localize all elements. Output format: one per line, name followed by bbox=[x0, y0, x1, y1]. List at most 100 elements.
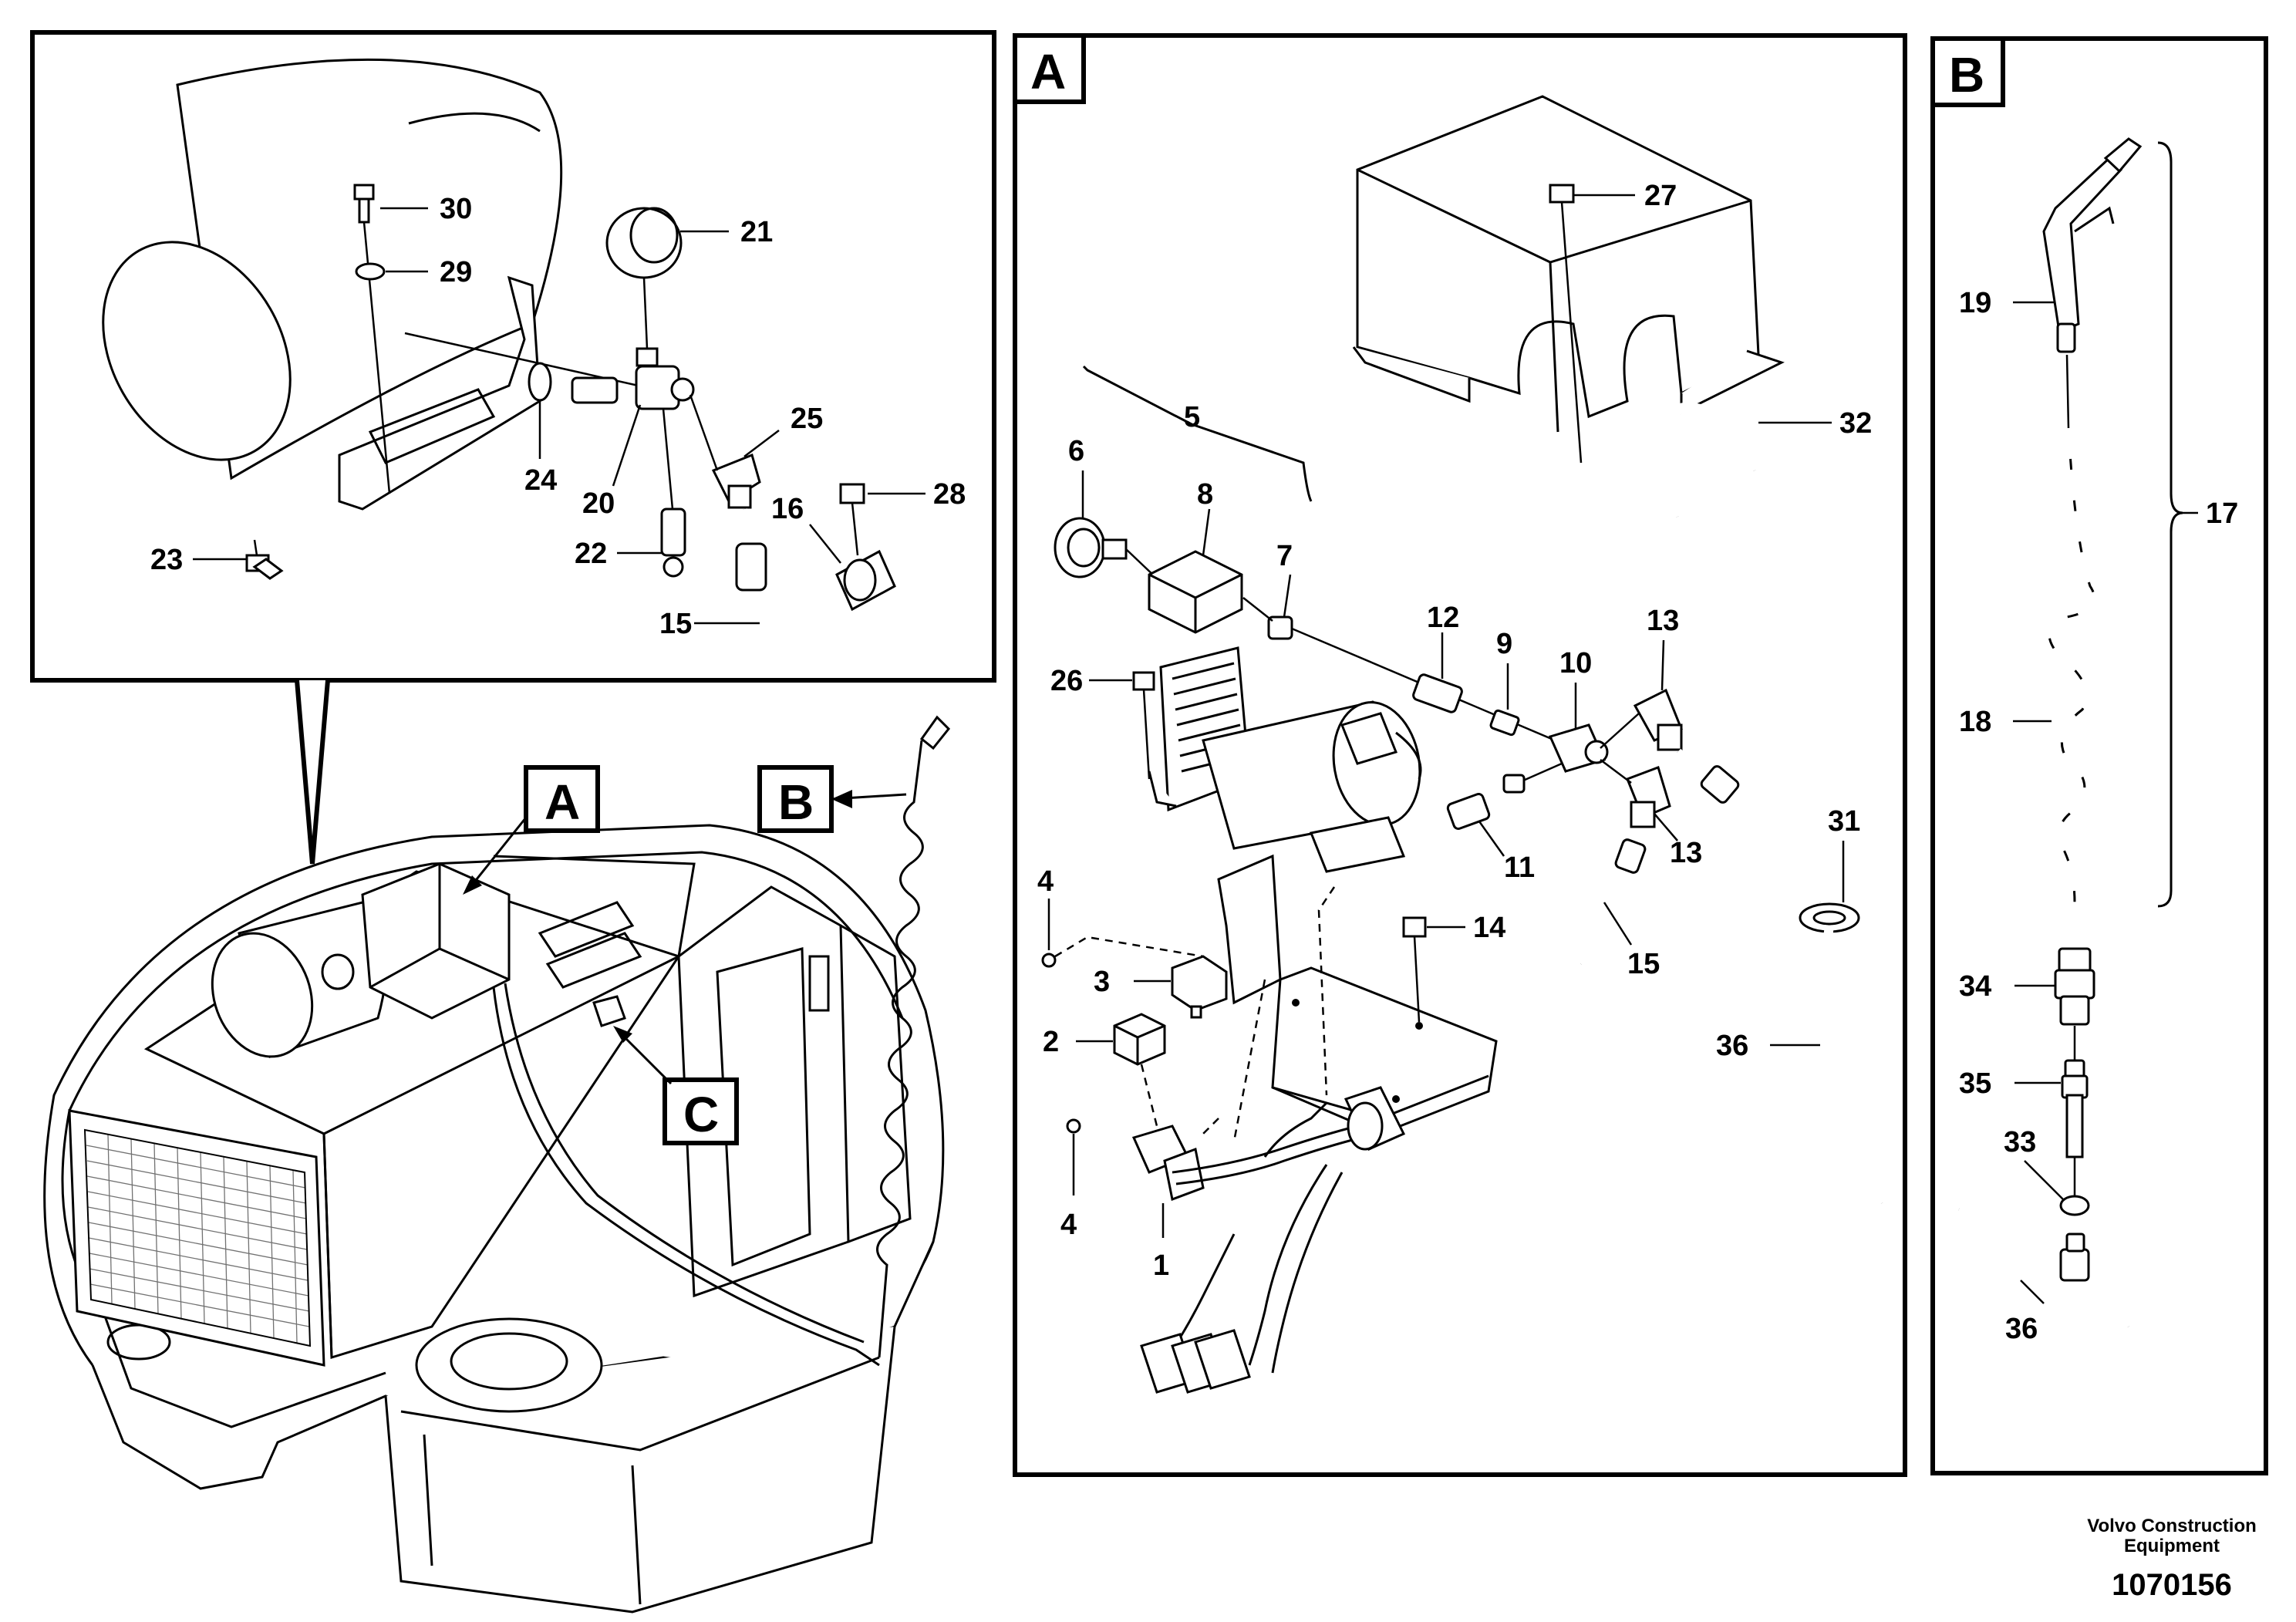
fitting-12 bbox=[1412, 673, 1463, 713]
label-28: 28 bbox=[933, 478, 966, 511]
relay-3 bbox=[1171, 955, 1228, 1019]
compressor-unit bbox=[1148, 646, 1422, 873]
label-12: 12 bbox=[1427, 602, 1459, 634]
label-6: 6 bbox=[1068, 435, 1084, 467]
machine-coiled-hose bbox=[876, 715, 951, 1358]
diagram-number: 1070156 bbox=[2112, 1568, 2232, 1602]
label-31: 31 bbox=[1828, 805, 1860, 838]
swing-ring bbox=[415, 1317, 603, 1413]
label-29: 29 bbox=[440, 256, 472, 288]
clamp-16 bbox=[835, 549, 896, 612]
fitting-9 bbox=[1489, 709, 1520, 737]
label-22: 22 bbox=[575, 538, 607, 570]
leader-dash-plate bbox=[1202, 886, 1336, 1142]
screw-4-lower bbox=[1066, 1118, 1081, 1134]
label-14: 14 bbox=[1473, 912, 1505, 944]
view-a-tag bbox=[1013, 33, 1086, 104]
bolt-14 bbox=[1402, 916, 1427, 1023]
svg-text:A: A bbox=[544, 774, 580, 830]
label-33: 33 bbox=[2004, 1126, 2036, 1158]
label-5: 5 bbox=[1184, 401, 1200, 433]
detail-pointer bbox=[295, 679, 330, 865]
label-11: 11 bbox=[1504, 851, 1535, 884]
label-4-upper: 4 bbox=[1037, 865, 1054, 898]
label-3: 3 bbox=[1094, 966, 1110, 998]
view-b-tag bbox=[1930, 36, 2005, 107]
label-15-detail: 15 bbox=[659, 608, 692, 640]
view-a-letter: A bbox=[1030, 44, 1066, 99]
label-9: 9 bbox=[1496, 628, 1512, 660]
washer-29 bbox=[355, 262, 386, 281]
label-1: 1 bbox=[1153, 1249, 1169, 1282]
view-b-letter: B bbox=[1949, 47, 1984, 103]
label-2: 2 bbox=[1043, 1026, 1059, 1058]
hose-36-b bbox=[1958, 1208, 2130, 1327]
view-b-panel: B 17 19 18 34 bbox=[1930, 36, 2268, 1475]
washer-33 bbox=[2059, 1195, 2090, 1216]
label-20: 20 bbox=[582, 487, 615, 520]
blow-gun-19 bbox=[2042, 137, 2143, 353]
callout-b: B bbox=[757, 765, 907, 833]
detail-inset: 30 29 21 25 28 24 20 16 22 23 15 bbox=[30, 30, 996, 865]
coil-hose-18 bbox=[2045, 354, 2099, 903]
view-a-frame bbox=[1013, 33, 1907, 1477]
label-34: 34 bbox=[1959, 970, 1991, 1003]
machine-air-hose bbox=[492, 986, 880, 1367]
fitting-11 bbox=[1446, 774, 1526, 830]
brace-17 bbox=[2157, 141, 2183, 908]
cabin-frame bbox=[677, 885, 850, 1298]
drain-valve-23 bbox=[245, 539, 284, 580]
label-15-a: 15 bbox=[1627, 948, 1660, 980]
tank-bracket bbox=[338, 275, 541, 511]
counterweight-outline bbox=[43, 824, 945, 1366]
label-13-upper: 13 bbox=[1647, 605, 1679, 637]
label-18: 18 bbox=[1959, 706, 1991, 738]
nipple-fitting bbox=[571, 376, 619, 404]
relay-8 bbox=[1148, 550, 1243, 634]
relay-2 bbox=[1113, 1013, 1166, 1066]
label-13-lower: 13 bbox=[1670, 837, 1702, 869]
elbow-13-upper bbox=[1633, 688, 1683, 751]
bolt-27 bbox=[1549, 184, 1583, 464]
detail-frame bbox=[30, 30, 996, 683]
bracket-5 bbox=[1082, 365, 1313, 502]
machine-overview: A B C bbox=[43, 715, 951, 1614]
coupler-34 bbox=[2054, 947, 2095, 1026]
tee-fitting-b bbox=[2059, 1233, 2090, 1282]
footer-company-line2: Equipment bbox=[2124, 1536, 2220, 1556]
label-4-lower: 4 bbox=[1060, 1209, 1077, 1241]
cross-fitting-10 bbox=[1548, 723, 1609, 773]
label-26: 26 bbox=[1050, 665, 1083, 697]
footer: Volvo Construction Equipment 1070156 bbox=[2087, 1516, 2257, 1602]
plug-22 bbox=[660, 508, 686, 578]
label-36-a: 36 bbox=[1716, 1030, 1748, 1062]
bolt-28 bbox=[839, 483, 865, 556]
footer-company-line1: Volvo Construction bbox=[2087, 1516, 2257, 1536]
label-32: 32 bbox=[1839, 407, 1872, 440]
radiator-grille bbox=[68, 1109, 325, 1367]
label-21: 21 bbox=[740, 216, 773, 248]
cross-fitting-20 bbox=[635, 365, 695, 410]
label-17: 17 bbox=[2206, 497, 2238, 530]
label-30: 30 bbox=[440, 193, 472, 225]
mounting-plate bbox=[1217, 854, 1498, 1135]
svg-text:C: C bbox=[683, 1087, 719, 1142]
elbow-13-lower bbox=[1626, 766, 1671, 828]
machine-component-c bbox=[592, 995, 626, 1027]
nipple-35 bbox=[2061, 1059, 2089, 1158]
bolt-26 bbox=[1132, 671, 1155, 780]
screw-4-upper bbox=[1041, 953, 1057, 968]
view-b-frame bbox=[1930, 36, 2268, 1475]
cover-27 bbox=[1352, 95, 1785, 433]
label-35: 35 bbox=[1959, 1067, 1991, 1100]
label-23: 23 bbox=[150, 544, 183, 576]
gauge-adapter bbox=[636, 347, 659, 367]
label-27: 27 bbox=[1644, 180, 1677, 212]
view-a-panel: A 27 32 5 6 bbox=[1013, 33, 1907, 1477]
washer-24 bbox=[528, 362, 552, 402]
harness-1 bbox=[1131, 1086, 1406, 1394]
label-8: 8 bbox=[1197, 478, 1213, 511]
label-16: 16 bbox=[771, 493, 804, 525]
elbow-25 bbox=[711, 453, 761, 509]
